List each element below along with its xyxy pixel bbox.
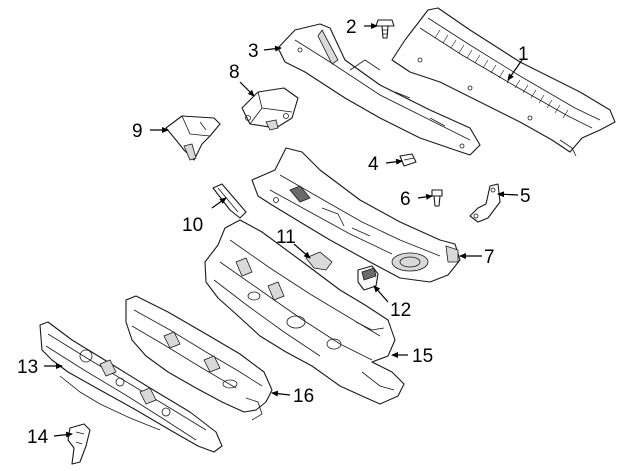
callout-leaders <box>44 23 523 438</box>
part-8-module <box>241 87 299 131</box>
callout-9: 9 <box>132 121 143 142</box>
part-10-strip <box>212 183 247 219</box>
part-11-pad <box>305 251 333 271</box>
callout-3: 3 <box>248 41 259 62</box>
callout-labels: 1 2 3 4 5 6 7 8 9 10 11 12 13 14 15 16 <box>17 17 531 448</box>
part-1-cowl-grille <box>391 7 616 157</box>
part-14-bracket <box>67 423 91 465</box>
callout-2: 2 <box>346 17 357 38</box>
callout-16: 16 <box>293 386 314 407</box>
part-3-cowl-panel <box>277 23 481 156</box>
callout-7: 7 <box>484 247 495 268</box>
part-2-clip <box>375 19 395 39</box>
callout-4: 4 <box>368 154 379 175</box>
part-15-dash-insulator <box>204 219 405 405</box>
callout-8: 8 <box>229 62 240 83</box>
callout-6: 6 <box>400 189 411 210</box>
part-4-clip <box>399 153 417 167</box>
part-6-bolt <box>431 189 443 207</box>
callout-14: 14 <box>27 427 49 448</box>
callout-5: 5 <box>520 186 531 207</box>
callout-12: 12 <box>390 300 411 321</box>
part-7-plenum-panel <box>251 147 461 283</box>
part-12-grommet <box>357 265 379 291</box>
callout-10: 10 <box>182 215 203 236</box>
part-5-bracket <box>469 183 501 223</box>
part-9-bracket <box>165 115 221 161</box>
callout-15: 15 <box>412 346 433 367</box>
callout-1: 1 <box>518 44 529 65</box>
callout-13: 13 <box>17 357 38 378</box>
part-16-insulator <box>125 295 273 421</box>
callout-11: 11 <box>276 227 296 248</box>
